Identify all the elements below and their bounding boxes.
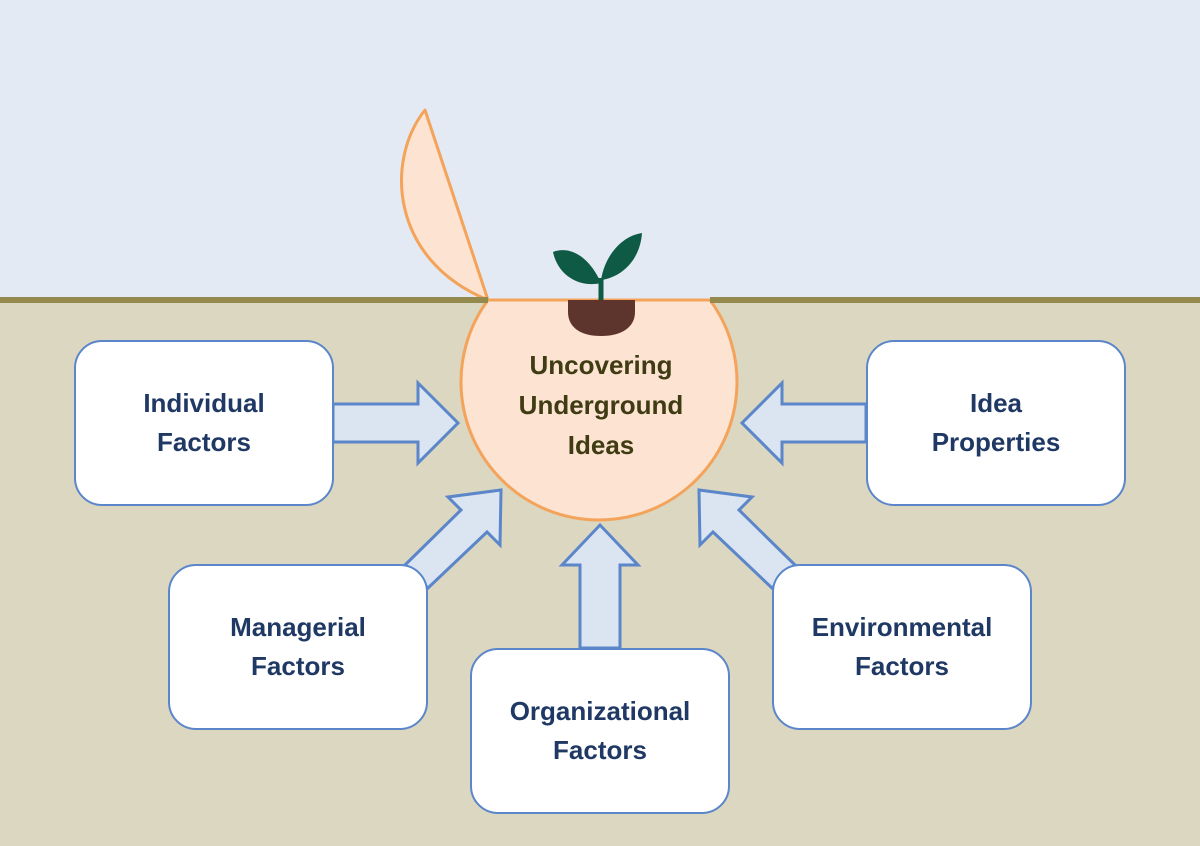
box-managerial-factors: Managerial Factors <box>168 564 428 730</box>
arrow-idea-properties <box>739 379 868 467</box>
managerial-line-1: Managerial <box>230 612 366 642</box>
center-title-line-2: Underground <box>518 390 684 420</box>
sprout-icon <box>553 233 642 336</box>
box-individual-factors: Individual Factors <box>74 340 334 506</box>
managerial-line-2: Factors <box>251 651 345 681</box>
environmental-line-2: Factors <box>855 651 949 681</box>
idea-line-2: Properties <box>931 427 1061 457</box>
box-idea-properties: Idea Properties <box>866 340 1126 506</box>
arrow-organizational-factors <box>558 522 642 650</box>
seed-flap <box>400 108 490 302</box>
arrow-environmental-factors <box>697 488 798 591</box>
arrow-managerial-factors <box>402 488 503 591</box>
seed-body <box>459 298 739 522</box>
sprout-leaf-right <box>601 233 642 280</box>
center-title: Uncovering Underground Ideas <box>470 345 732 465</box>
arrow-individual-factors <box>331 379 461 467</box>
sky-background <box>0 0 1200 300</box>
center-title-line-1: Uncovering <box>529 350 673 380</box>
organizational-line-1: Organizational <box>509 696 691 726</box>
idea-line-1: Idea <box>969 388 1022 418</box>
individual-line-2: Factors <box>157 427 251 457</box>
environmental-line-1: Environmental <box>811 612 993 642</box>
sprout-pot <box>568 300 635 336</box>
individual-line-1: Individual <box>143 388 265 418</box>
organizational-line-2: Factors <box>553 735 647 765</box>
sprout-leaf-left <box>553 250 601 285</box>
center-title-line-3: Ideas <box>567 430 635 460</box>
box-environmental-factors: Environmental Factors <box>772 564 1032 730</box>
box-organizational-factors: Organizational Factors <box>470 648 730 814</box>
